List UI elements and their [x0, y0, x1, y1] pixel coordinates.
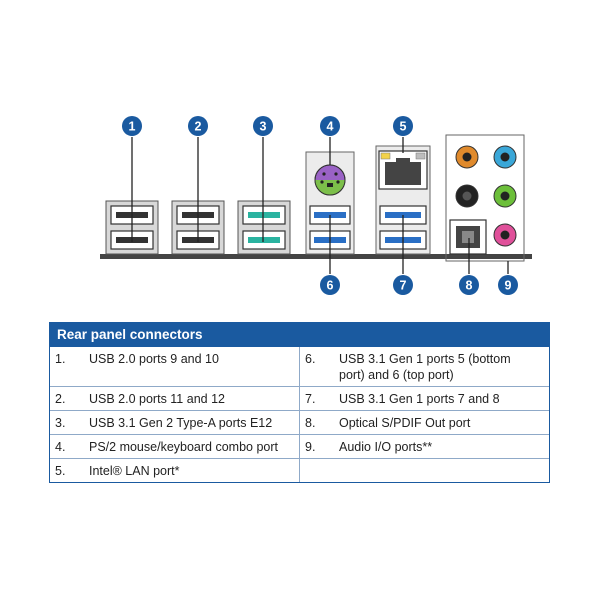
legend-row: 4. PS/2 mouse/keyboard combo port 9. Audio…: [50, 434, 549, 459]
callout-7-label: 7: [400, 279, 407, 293]
callout-6-label: 6: [327, 279, 334, 293]
rear-panel-diagram: 1 2 3 4 5 6 7 8 9: [100, 116, 532, 295]
callout-8-label: 8: [466, 279, 473, 293]
legend-item-number: 2.: [55, 392, 66, 406]
legend-cell: 5. Intel® LAN port*: [50, 458, 300, 482]
usb31-gen2-port-group: [237, 200, 291, 255]
legend-item-text: USB 3.1 Gen 1 ports 7 and 8: [339, 392, 500, 406]
legend-item-number: 7.: [305, 392, 316, 406]
legend-item-number: 6.: [305, 352, 316, 366]
legend-cell: 7. USB 3.1 Gen 1 ports 7 and 8: [299, 386, 549, 411]
legend-item-text: USB 2.0 ports 9 and 10: [89, 352, 219, 366]
callout-9: 9: [498, 275, 518, 295]
legend-cell: 6. USB 3.1 Gen 1 ports 5 (bottom port) an…: [299, 347, 549, 387]
callout-1: 1: [122, 116, 142, 136]
callout-4-label: 4: [327, 120, 334, 134]
legend-item-number: 8.: [305, 416, 316, 430]
legend-item-text: PS/2 mouse/keyboard combo port: [89, 440, 278, 454]
legend-item-text: Audio I/O ports**: [339, 440, 433, 454]
audio-block-outline: [445, 134, 525, 262]
legend-title: Rear panel connectors: [50, 323, 549, 347]
legend-cell: 2. USB 2.0 ports 11 and 12: [50, 386, 300, 411]
legend-row: 1. USB 2.0 ports 9 and 10 6. USB 3.1 Gen 1…: [50, 347, 549, 387]
legend-cell: 3. USB 3.1 Gen 2 Type-A ports E12: [50, 410, 300, 435]
legend-item-number: 1.: [55, 352, 66, 366]
optical-spdif-port: [449, 219, 487, 255]
legend-item-number: 3.: [55, 416, 66, 430]
callout-6: 6: [320, 275, 340, 295]
legend-item-text: Optical S/PDIF Out port: [339, 416, 471, 430]
callout-9-label: 9: [505, 279, 512, 293]
callout-3-label: 3: [260, 120, 267, 134]
rear-panel-legend: Rear panel connectors 1. USB 2.0 ports 9 …: [49, 322, 550, 483]
audio-jacks: [455, 145, 517, 247]
callout-8: 8: [459, 275, 479, 295]
callout-5: 5: [393, 116, 413, 136]
legend-cell: [299, 458, 549, 482]
legend-item-text: USB 3.1 Gen 2 Type-A ports E12: [89, 416, 273, 430]
legend-item-text: Intel® LAN port*: [89, 464, 180, 478]
legend-item-text: USB 3.1 Gen 1 ports 5 (bottom port) and …: [339, 352, 511, 382]
panel-base-line: [100, 254, 532, 259]
callout-2-label: 2: [195, 120, 202, 134]
legend-row: 3. USB 3.1 Gen 2 Type-A ports E12 8. Optic…: [50, 410, 549, 435]
callout-2: 2: [188, 116, 208, 136]
callout-1-label: 1: [129, 120, 136, 134]
legend-cell: 4. PS/2 mouse/keyboard combo port: [50, 434, 300, 459]
legend-item-number: 4.: [55, 440, 66, 454]
legend-item-number: 5.: [55, 464, 66, 478]
callout-7: 7: [393, 275, 413, 295]
legend-item-text: USB 2.0 ports 11 and 12: [89, 392, 225, 406]
legend-item-number: 9.: [305, 440, 316, 454]
legend-cell: 9. Audio I/O ports**: [299, 434, 549, 459]
legend-cell: 8. Optical S/PDIF Out port: [299, 410, 549, 435]
legend-row: 2. USB 2.0 ports 11 and 12 7. USB 3.1 Gen …: [50, 386, 549, 411]
callout-4: 4: [320, 116, 340, 136]
legend-cell: 1. USB 2.0 ports 9 and 10: [50, 347, 300, 387]
callout-3: 3: [253, 116, 273, 136]
legend-row: 5. Intel® LAN port*: [50, 458, 549, 482]
leader-lines: [131, 137, 509, 274]
legend-table: 1. USB 2.0 ports 9 and 10 6. USB 3.1 Gen 1…: [50, 347, 549, 482]
callout-5-label: 5: [400, 120, 407, 134]
